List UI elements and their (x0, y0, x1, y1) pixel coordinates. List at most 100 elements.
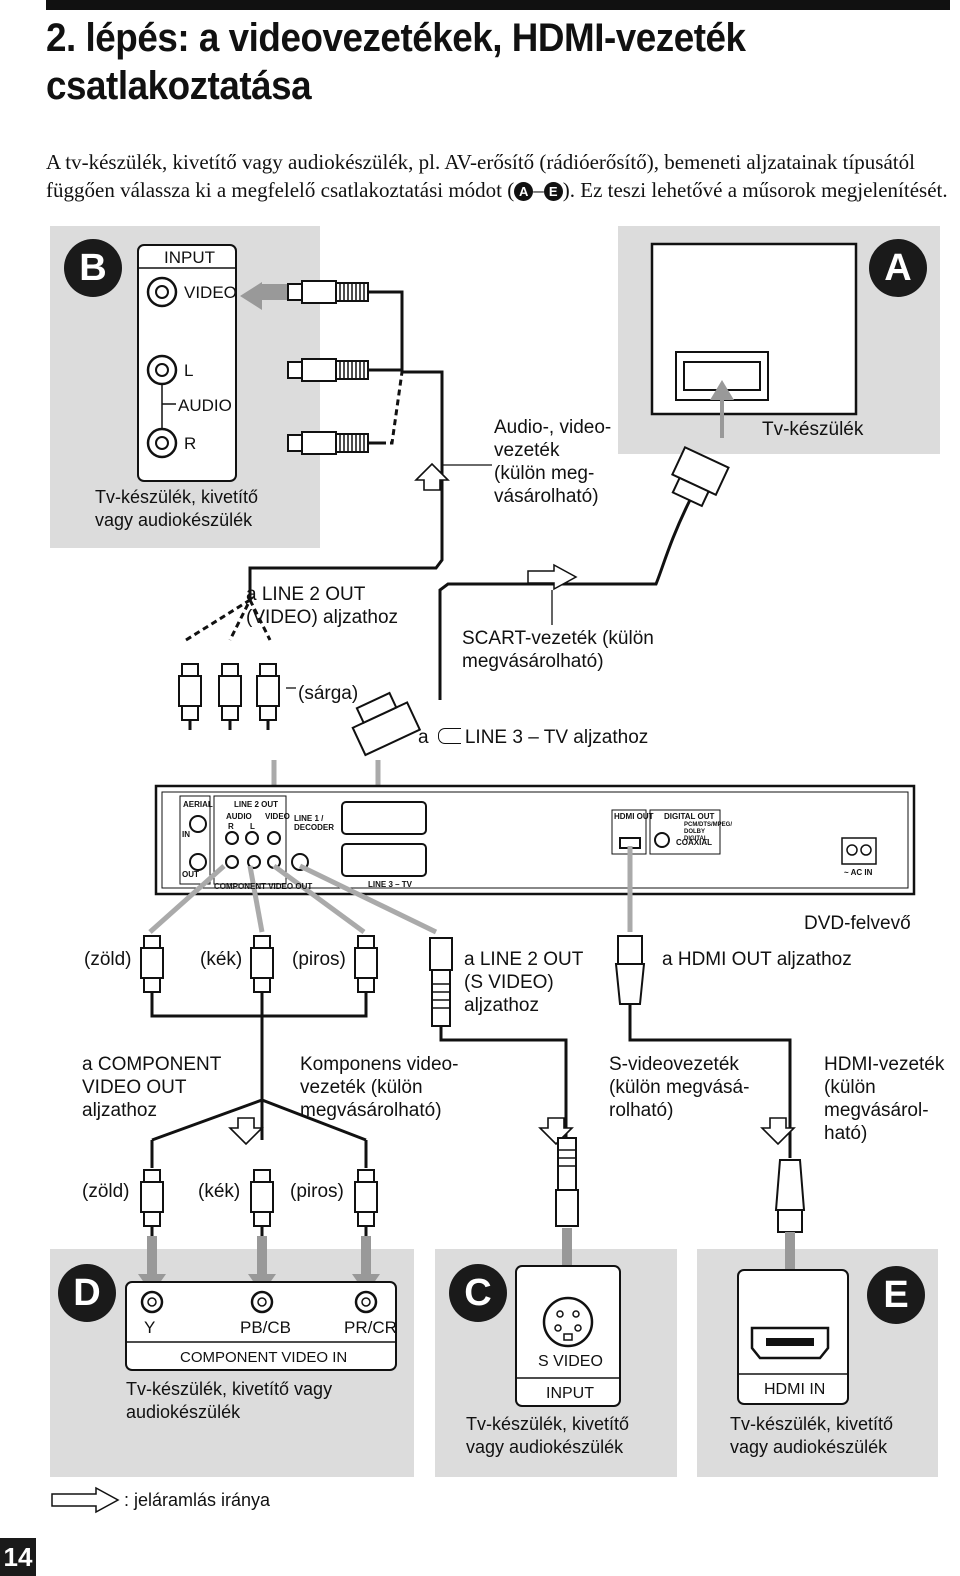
green-label-lower: (zöld) (82, 1181, 130, 1202)
rec-line1: LINE 1 / DECODER (294, 814, 335, 832)
svideo-out-label-2: (S VIDEO) (464, 972, 554, 993)
scart-cable-label-1: SCART-vezeték (külön (462, 628, 654, 649)
svideo-cable-label-3: rolható) (609, 1100, 674, 1121)
rec-in: IN (182, 830, 190, 839)
scart-flow-arrow-tv (710, 380, 734, 438)
svideo-flow-line (298, 863, 438, 935)
component-plug-blue-lower-icon (249, 1168, 275, 1238)
component-out-label-3: aljzathoz (82, 1100, 157, 1121)
component-in-plate (125, 1281, 397, 1371)
rca-plug-yellow-2-icon (217, 662, 243, 732)
line2-out-label-1: a LINE 2 OUT (246, 584, 366, 605)
component-plug-blue-icon (249, 934, 275, 1004)
panel-e-caption-2: vagy audiokészülék (730, 1437, 888, 1457)
panel-b-l-label: L (184, 361, 194, 380)
panel-c-svideo-label: S VIDEO (538, 1353, 603, 1370)
line3-input-icon (437, 728, 461, 744)
rec-video: VIDEO (265, 812, 290, 821)
svideo-jack-icon (542, 1296, 594, 1348)
svideo-plug-lower-icon (555, 1137, 579, 1227)
component-plug-green-icon (139, 934, 165, 1004)
dvd-recorder-icon (154, 784, 916, 896)
component-cable-label-3: megvásárolható) (300, 1100, 442, 1121)
rca-plug-yellow-3-icon (255, 662, 281, 732)
component-plug-green-lower-icon (139, 1168, 165, 1238)
badge-e-inline: E (543, 182, 563, 201)
rec-ac-in: ~ AC IN (844, 868, 873, 877)
badge-b: B (64, 239, 122, 297)
y-jack-icon (140, 1290, 164, 1314)
line3-prefix: a (418, 727, 429, 748)
blue-flow-line (247, 865, 265, 933)
recorder-name: DVD-felvevő (804, 913, 911, 934)
line2-out-label-2: (VIDEO) aljzathoz (246, 607, 399, 628)
blue-label-lower: (kék) (198, 1181, 241, 1202)
badge-a: A (869, 239, 927, 297)
panel-d-y-label: Y (144, 1318, 156, 1337)
rec-out: OUT (182, 870, 199, 879)
rec-hdmi-out: HDMI OUT (614, 812, 654, 821)
video-jack-icon (146, 276, 178, 308)
rca-plug-video-icon (286, 279, 382, 305)
panel-d-caption-1: Tv-készülék, kivetítő vagy (126, 1379, 333, 1399)
badge-d: D (58, 1264, 116, 1322)
svideo-plug-upper-icon (429, 937, 453, 1027)
panel-d-pb-label: PB/CB (240, 1318, 292, 1337)
panel-c-caption-2: vagy audiokészülék (466, 1437, 624, 1457)
scart-cable-flow-arrow (527, 563, 578, 591)
badge-e: E (867, 1266, 925, 1324)
rec-l: L (250, 822, 255, 831)
audio-l-jack-icon (146, 354, 178, 386)
panel-c-input-label: INPUT (546, 1385, 594, 1402)
audio-r-jack-icon (146, 427, 178, 459)
green-label-upper: (zöld) (84, 949, 132, 970)
rec-component: COMPONENT VIDEO OUT (214, 882, 313, 891)
component-plug-red-lower-icon (353, 1168, 379, 1238)
panel-d-component-in: COMPONENT VIDEO IN (180, 1349, 348, 1366)
badge-a-inline: A (514, 182, 534, 201)
blue-label-upper: (kék) (200, 949, 243, 970)
red-label-lower: (piros) (290, 1181, 344, 1202)
panel-b-video-label: VIDEO (184, 283, 237, 302)
line3-label: a LINE 3 – TV aljzathoz (418, 726, 648, 749)
rec-digital-out: DIGITAL OUT (664, 812, 715, 821)
hdmi-cable-label-4: ható) (824, 1123, 868, 1144)
scart-plug-recorder-icon (351, 691, 422, 757)
scart-cable-label-2: megvásárolható) (462, 651, 604, 672)
red-flow-line (272, 863, 366, 935)
intro-part1: A tv-készülék, kivetítő vagy audiokészül… (46, 150, 915, 202)
av-cable-label-2: vezeték (494, 440, 560, 461)
panel-c-caption-1: Tv-készülék, kivetítő (466, 1414, 630, 1434)
hdmi-plug-upper-icon (614, 935, 646, 1005)
page-title: 2. lépés: a videovezetékek, HDMI-vezeték… (46, 16, 746, 108)
rec-r: R (228, 822, 234, 831)
panel-b-audio-label: AUDIO (178, 396, 232, 415)
red-label-upper: (piros) (292, 949, 346, 970)
svideo-cable-label-1: S-videovezeték (609, 1054, 739, 1075)
intro-dash: – (533, 178, 544, 202)
legend-arrow-icon (51, 1486, 120, 1514)
yellow-label: (sárga) (298, 683, 359, 704)
component-out-label-2: VIDEO OUT (82, 1077, 187, 1098)
hdmi-plug-lower-icon (774, 1159, 806, 1233)
svideo-out-label-3: aljzathoz (464, 995, 539, 1016)
line3-text: LINE 3 – TV aljzathoz (464, 727, 649, 748)
hdmi-out-label: a HDMI OUT aljzathoz (662, 949, 852, 970)
rec-pcm: PCM/DTS/MPEG/ DOLBY DIGITAL (684, 822, 733, 842)
hdmi-jack-icon (750, 1326, 830, 1360)
rec-coaxial: COAXIAL (676, 838, 712, 847)
rec-aerial: AERIAL (183, 800, 213, 809)
rec-audio: AUDIO (226, 812, 252, 821)
hdmi-cable-label-1: HDMI-vezeték (824, 1054, 945, 1075)
legend-text: : jeláramlás iránya (124, 1490, 271, 1510)
green-flow-line (148, 864, 226, 934)
component-cable-label-2: vezeték (külön (300, 1077, 423, 1098)
panel-b-r-label: R (184, 434, 197, 453)
rca-plug-yellow-1-icon (177, 662, 203, 732)
intro-part2: ). Ez teszi lehetővé a műsorok megjelení… (562, 178, 948, 202)
rca-plug-audio-r-icon (286, 430, 382, 456)
panel-b-caption-2: vagy audiokészülék (95, 510, 253, 530)
panel-d-caption-2: audiokészülék (126, 1402, 241, 1422)
hdmi-cable-label-2: (külön (824, 1077, 876, 1098)
